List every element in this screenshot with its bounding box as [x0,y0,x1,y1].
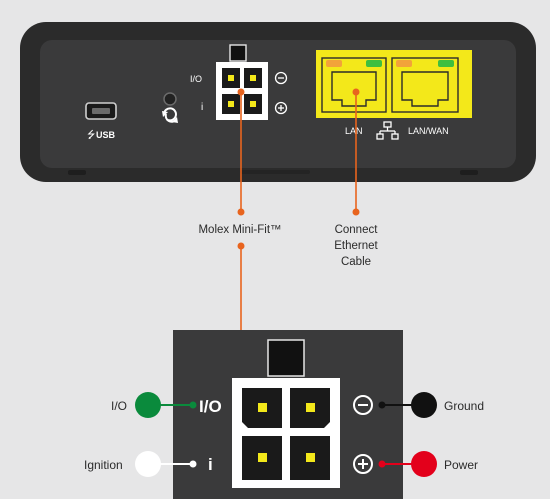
lan-activity-led [326,60,342,67]
ignition-wire-dot [135,451,161,477]
ignition-pin-label: i [208,455,213,474]
power-wire [378,451,437,477]
ethernet-caption-line2: Ethernet [334,240,378,252]
io-wire-label: I/O [111,399,127,413]
ground-wire [378,392,437,418]
pin-io [258,403,267,412]
connector-latch [267,339,305,377]
ground-wire-label: Ground [444,399,484,413]
lan-link-led [366,60,382,67]
router-foot-left [68,170,86,175]
usb-label: USB [96,130,116,140]
ignition-wire [135,451,197,477]
io-port-label: I/O [190,74,202,84]
network-icon [376,121,399,140]
power-wire-dot [411,451,437,477]
usb-port[interactable] [85,102,117,120]
connector-pins [242,388,330,480]
io-pin-label: I/O [199,397,222,416]
ethernet-caption-line1: Connect [335,224,379,236]
pin-ignition [258,453,267,462]
minus-icon [274,71,288,85]
ignition-wire-label: Ignition [84,458,123,472]
refresh-icon [162,107,178,123]
pin-ground [306,403,315,412]
reset-button[interactable] [163,92,177,106]
router-foot-right [460,170,478,175]
pin-power [306,453,315,462]
lanwan-port[interactable] [391,57,459,113]
io-wire-dot [135,392,161,418]
lan-label: LAN [345,126,363,136]
pinout-detail: I/O i [173,330,403,499]
usb-icon: ⭍ [87,129,95,141]
router-foot-center [240,170,310,174]
ethernet-caption-line3: Cable [341,256,371,268]
ethernet-callout [352,88,360,216]
ground-minus-icon [353,395,373,415]
molex-port[interactable] [216,44,268,120]
lan-port[interactable] [321,57,387,113]
molex-caption: Molex Mini-Fit™ [198,224,281,236]
lanwan-label: LAN/WAN [408,126,449,136]
io-wire [135,392,197,418]
power-plus-icon [353,454,373,474]
ignition-port-label: i [201,102,203,113]
plus-icon [274,101,288,115]
power-wire-label: Power [444,458,478,472]
lanwan-activity-led [396,60,412,67]
ground-wire-dot [411,392,437,418]
lanwan-link-led [438,60,454,67]
router-back-panel: ⭍ USB I/O i [20,22,536,182]
